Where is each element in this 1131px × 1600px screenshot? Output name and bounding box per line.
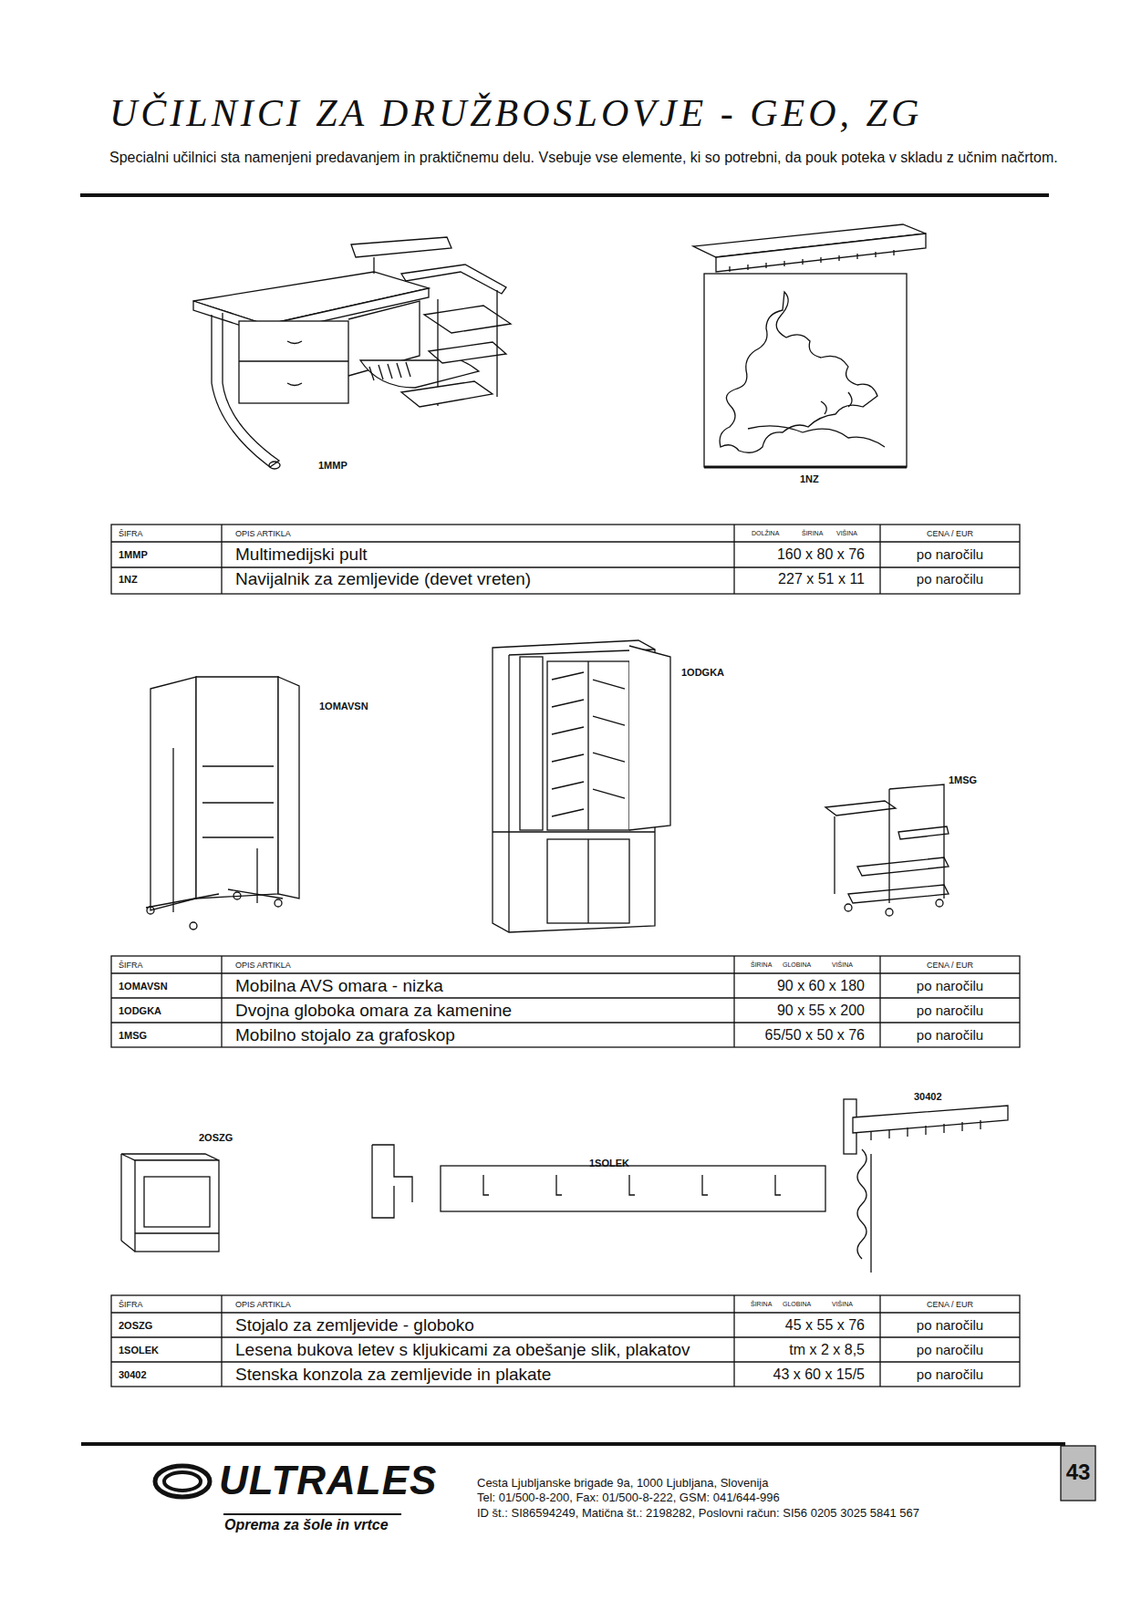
item-description: Mobilna AVS omara - nizka [235,975,728,997]
item-description: Lesena bukova letev s kljukicami za obeš… [235,1339,728,1360]
item-code: 1SOLEK [118,1344,159,1356]
figure-code: 1SOLEK [589,1157,630,1169]
table-header: CENA / EUR [880,529,1020,539]
figure-code: 1ODGKA [681,666,725,678]
table-header: ŠIFRA [118,529,144,539]
figure-code: 1OMAVSN [319,700,369,712]
figure-code: 1MSG [948,774,977,786]
item-description: Mobilno stojalo za grafoskop [235,1025,728,1046]
table-header: OPIS ARTIKLA [235,529,291,539]
item-price: po naročilu [880,1317,1020,1333]
brand-logo: ULTRALES [218,1457,437,1504]
table-header: ŠIFRA [118,1299,144,1309]
page-title: UČILNICI ZA DRUŽBOSLOVJE - GEO, ZG [109,91,923,135]
table-header: ŠIRINA [801,529,823,537]
page-number: 43 [1060,1459,1096,1485]
address-line: ID št.: SI86594249, Matična št.: 2198282… [477,1505,920,1520]
item-dimensions: 45 x 55 x 76 [736,1317,865,1334]
item-code: 1NZ [118,573,138,585]
figure-code: 1MMP [318,459,348,471]
address-line: Tel: 01/500-8-200, Fax: 01/500-8-222, GS… [477,1490,780,1505]
figure-code: 1NZ [799,473,820,485]
item-dimensions: 65/50 x 50 x 76 [736,1027,865,1044]
item-dimensions: 90 x 60 x 180 [736,977,865,995]
figure-code: 30402 [913,1090,943,1102]
table-header: CENA / EUR [880,1299,1020,1309]
item-code: 1ODGKA [118,1005,162,1017]
table-header: GLOBINA [782,1300,811,1308]
item-price: po naročilu [880,977,1020,994]
table-header: ŠIRINA [750,961,772,968]
table-header: OPIS ARTIKLA [235,1299,291,1309]
item-description: Multimedijski pult [235,544,728,565]
figure-code: 2OSZG [198,1131,233,1143]
item-price: po naročilu [880,1341,1020,1358]
item-dimensions: 227 x 51 x 11 [736,570,865,588]
table-header: VIŠINA [831,1300,853,1308]
item-price: po naročilu [880,570,1020,587]
item-price: po naročilu [880,1027,1020,1043]
item-dimensions: 43 x 60 x 15/5 [736,1366,865,1383]
table-header: VIŠINA [836,529,858,537]
item-code: 30402 [118,1369,147,1381]
table-header: OPIS ARTIKLA [235,960,291,970]
item-code: 1MSG [118,1029,147,1041]
item-description: Dvojna globoka omara za kamenine [235,1000,728,1021]
item-description: Stenska konzola za zemljevide in plakate [235,1364,728,1385]
item-price: po naročilu [880,1366,1020,1382]
brand-slogan: Oprema za šole in vrtce [224,1516,389,1534]
table-header: ŠIRINA [750,1300,772,1308]
item-dimensions: 90 x 55 x 200 [736,1002,865,1019]
table-header: DOLŽINA [751,529,779,537]
table-header: CENA / EUR [880,960,1020,970]
table-header: GLOBINA [782,961,811,968]
item-price: po naročilu [880,546,1020,562]
item-description: Navijalnik za zemljevide (devet vreten) [235,569,728,590]
item-code: 1MMP [118,549,148,561]
item-price: po naročilu [880,1002,1020,1018]
item-dimensions: 160 x 80 x 76 [736,546,865,563]
table-header: ŠIFRA [118,960,144,970]
item-code: 1OMAVSN [118,980,168,992]
address-line: Cesta Ljubljanske brigade 9a, 1000 Ljubl… [477,1475,768,1490]
intro-text: Specialni učilnici sta namenjeni predava… [109,147,1059,167]
item-code: 2OSZG [118,1319,153,1331]
item-description: Stojalo za zemljevide - globoko [235,1315,728,1336]
item-dimensions: tm x 2 x 8,5 [736,1341,865,1359]
table-header: VIŠINA [831,961,853,968]
